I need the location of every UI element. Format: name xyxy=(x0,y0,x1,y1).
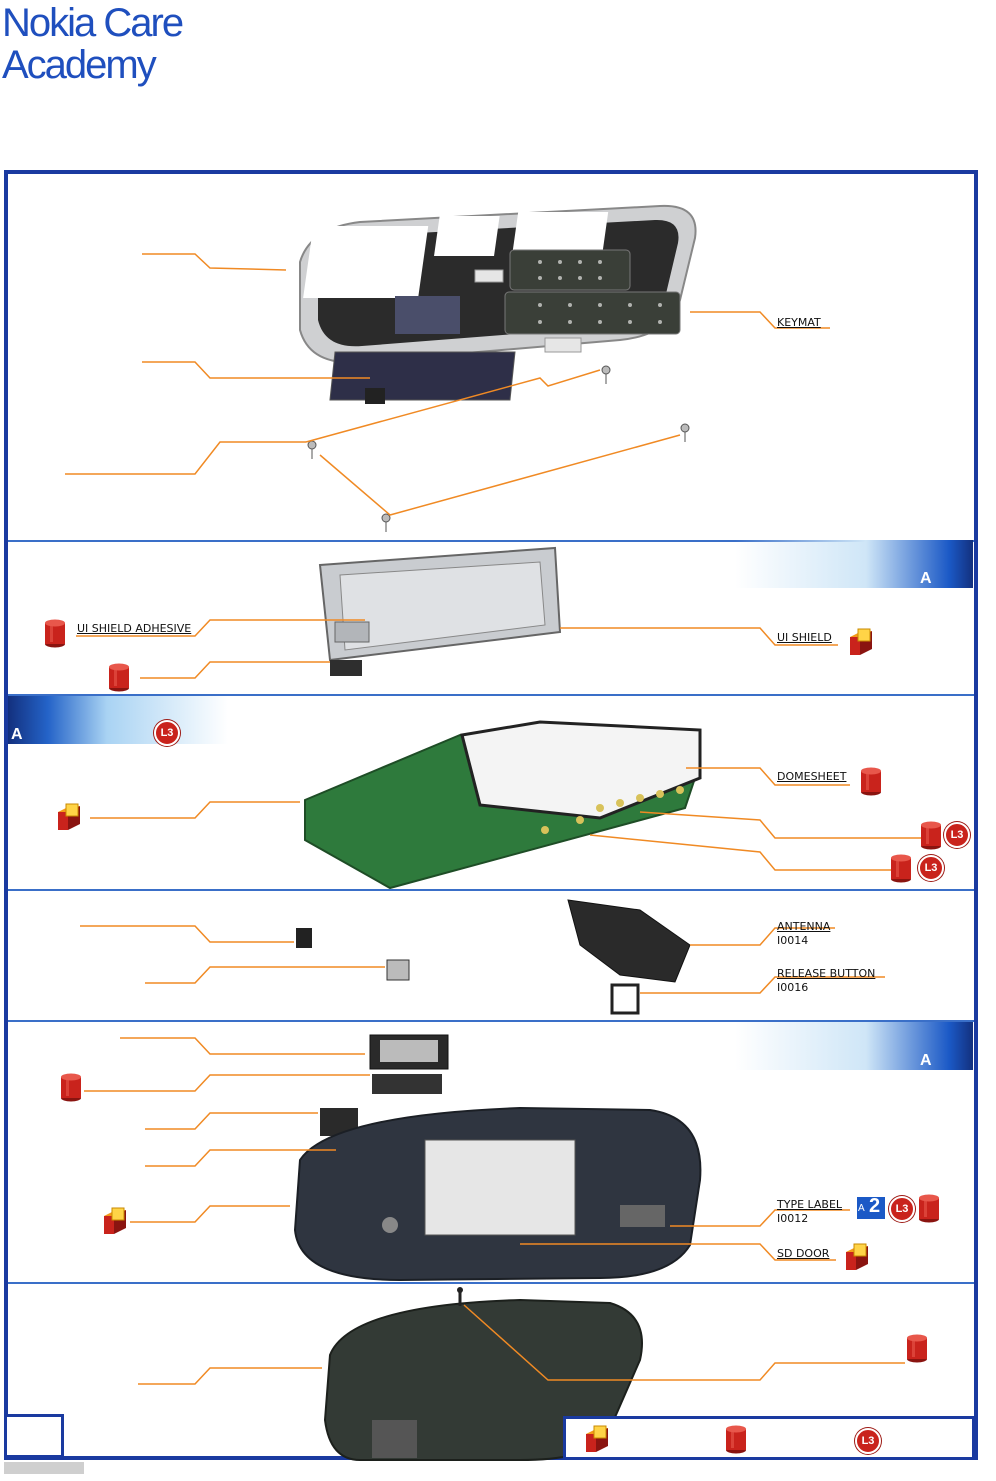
section-divider xyxy=(8,540,974,542)
code-release-button: I0016 xyxy=(777,981,809,994)
diagram-frame xyxy=(4,170,978,1460)
l3-level-icon: L3 xyxy=(944,822,970,848)
cylinder-spare-icon xyxy=(921,821,941,850)
code-antenna: I0014 xyxy=(777,934,809,947)
a2-letter: A xyxy=(858,1203,865,1214)
section-divider xyxy=(8,694,974,696)
a2-level-icon: A 2 xyxy=(857,1195,885,1219)
a2-number: 2 xyxy=(869,1195,881,1217)
label-sd-door: SD DOOR xyxy=(777,1247,830,1260)
l3-level-icon: L3 xyxy=(855,1428,881,1454)
band-letter: A xyxy=(11,726,23,743)
label-domesheet: DOMESHEET xyxy=(777,770,847,783)
cylinder-spare-icon xyxy=(109,663,129,692)
label-type-label: TYPE LABEL xyxy=(777,1198,843,1211)
logo: Nokia Care Academy xyxy=(2,1,184,87)
label-keymat: KEYMAT xyxy=(777,316,821,329)
label-antenna: ANTENNA xyxy=(777,920,831,933)
label-release-button: RELEASE BUTTON xyxy=(777,967,876,980)
page-number-box xyxy=(4,1414,64,1458)
cylinder-spare-icon xyxy=(61,1073,81,1102)
l3-level-icon: L3 xyxy=(154,720,180,746)
section-band-right xyxy=(735,540,973,588)
band-letter: A xyxy=(920,1052,932,1069)
symbol-legend xyxy=(563,1416,975,1460)
section-band-left xyxy=(8,696,228,744)
label-ui-shield-adhesive: UI SHIELD ADHESIVE xyxy=(77,622,192,635)
band-letter: A xyxy=(920,570,932,587)
cylinder-spare-icon xyxy=(726,1425,746,1454)
cylinder-spare-icon xyxy=(45,619,65,648)
section-divider xyxy=(8,889,974,891)
cube-module-icon xyxy=(58,803,80,830)
l3-level-icon: L3 xyxy=(918,855,944,881)
cube-module-icon xyxy=(850,628,872,655)
cube-module-icon xyxy=(846,1243,868,1270)
footer-bar xyxy=(4,1462,84,1474)
l3-level-icon: L3 xyxy=(889,1196,915,1222)
code-type-label: I0012 xyxy=(777,1212,809,1225)
label-ui-shield: UI SHIELD xyxy=(777,631,832,644)
cylinder-spare-icon xyxy=(891,854,911,883)
logo-line-1: Nokia Care xyxy=(2,1,184,45)
logo-line-2: Academy xyxy=(2,43,157,87)
cylinder-spare-icon xyxy=(861,767,881,796)
cube-module-icon xyxy=(586,1425,608,1452)
cylinder-spare-icon xyxy=(919,1194,939,1223)
section-divider xyxy=(8,1282,974,1284)
cube-module-icon xyxy=(104,1207,126,1234)
cylinder-spare-icon xyxy=(907,1334,927,1363)
section-band-right xyxy=(735,1022,973,1070)
section-divider xyxy=(8,1020,974,1022)
